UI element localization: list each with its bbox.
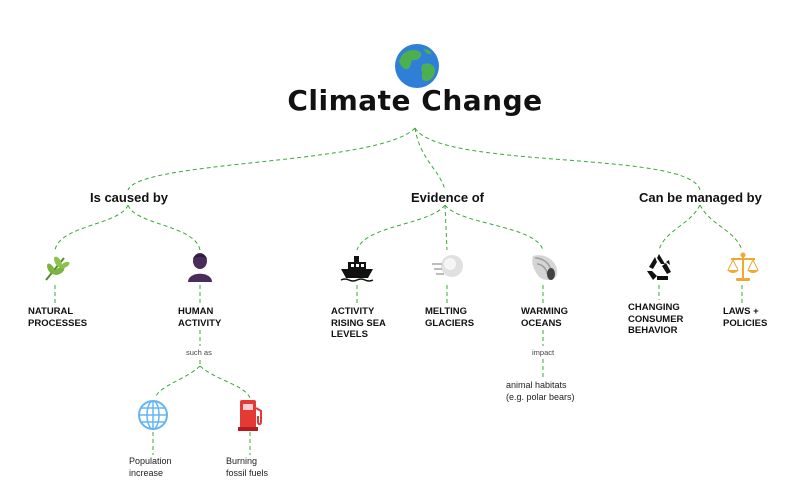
scales-icon: [727, 252, 759, 281]
globe-icon: [395, 44, 439, 88]
connector-impact: impact: [530, 348, 557, 357]
node-laws-policies: LAWS + POLICIES: [723, 306, 768, 329]
node-warming-oceans: WARMING OCEANS: [521, 306, 568, 329]
page-title: Climate Change: [287, 84, 543, 117]
ship-icon: [340, 256, 374, 282]
person-icon: [188, 253, 212, 282]
fuel-pump-icon: [238, 400, 262, 431]
connector-such-as: such as: [184, 348, 214, 357]
node-burning-fossil-fuels: Burning fossil fuels: [226, 456, 269, 479]
branch-is-caused-by: Is caused by: [90, 190, 169, 205]
herb-icon: [45, 256, 70, 281]
shell-icon: [532, 255, 558, 280]
branch-can-be-managed-by: Can be managed by: [639, 190, 762, 205]
node-changing-consumer-behavior: CHANGING CONSUMER BEHAVIOR: [628, 302, 684, 337]
node-population-increase: Population increase: [129, 456, 172, 479]
node-rising-sea-levels: ACTIVITY RISING SEA LEVELS: [331, 306, 386, 341]
recycle-icon: [647, 254, 671, 280]
node-natural-processes: NATURAL PROCESSES: [28, 306, 88, 329]
globe-grid-icon: [138, 400, 168, 430]
wind-icon: [432, 255, 463, 277]
node-melting-glaciers: MELTING GLACIERS: [425, 306, 475, 329]
node-human-activity: HUMAN ACTIVITY: [178, 306, 222, 329]
node-animal-habitats: animal habitats (e.g. polar bears): [506, 380, 575, 403]
branch-evidence-of: Evidence of: [411, 190, 484, 205]
